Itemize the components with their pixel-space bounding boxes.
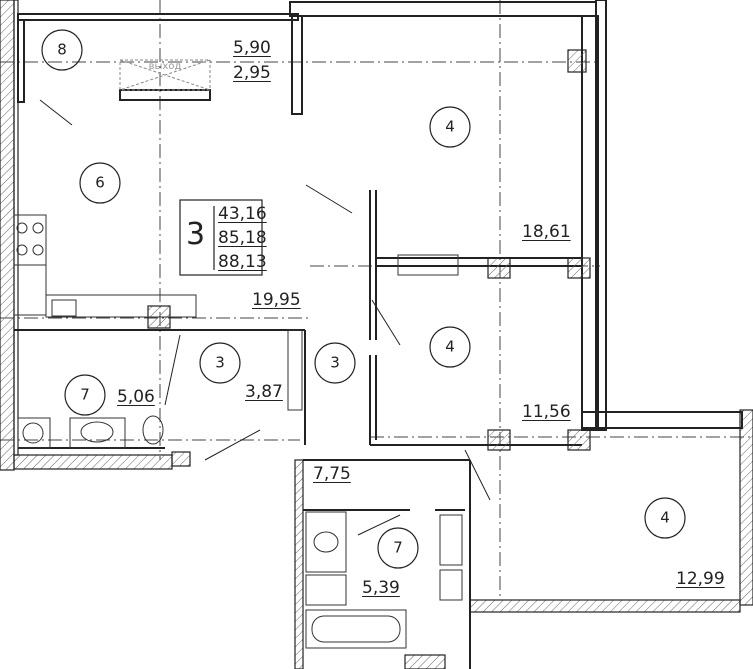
- room-marker-bedroom-3: 4: [660, 508, 670, 527]
- balcony-area-reduced: 2,95: [233, 63, 271, 83]
- washbasin-2: [305, 511, 347, 573]
- room-marker-bedroom-1: 4: [445, 117, 455, 136]
- living-area: 43,16: [218, 204, 267, 224]
- bathtub: [305, 609, 407, 649]
- bathroom-2-area: 5,39: [362, 578, 400, 598]
- fixtures: [13, 214, 463, 649]
- room-markers: [41, 29, 686, 569]
- washing-machine: [17, 417, 51, 449]
- washbasin: [69, 417, 126, 449]
- electrical-panel: [287, 329, 303, 411]
- room-marker-bathroom-1: 7: [80, 385, 90, 404]
- rooms-count: 3: [186, 217, 206, 252]
- room-marker-bedroom-2: 4: [445, 337, 455, 356]
- kitchen-sink: [51, 299, 77, 317]
- room-marker-bathroom-2: 7: [393, 538, 403, 557]
- room-marker-kitchen: 6: [95, 173, 105, 192]
- kitchen-area: 19,95: [252, 290, 301, 310]
- toilet: [142, 415, 164, 445]
- bathroom-1-area: 5,06: [117, 387, 155, 407]
- balcony-exit-label: выход: [148, 61, 182, 72]
- total-area-with-balcony: 88,13: [218, 252, 267, 272]
- bedroom-2-area: 11,56: [522, 402, 571, 422]
- door-swings: [39, 99, 491, 536]
- hall-1-area: 3,87: [245, 382, 283, 402]
- toilet-2: [305, 574, 347, 606]
- columns: [147, 49, 591, 467]
- room-marker-hall-1: 3: [215, 353, 225, 372]
- room-marker-balcony: 8: [57, 40, 67, 59]
- walls: [14, 0, 743, 669]
- bedroom-1-area: 18,61: [522, 222, 571, 242]
- panel-box: [397, 254, 459, 276]
- hall-2-area: 7,75: [313, 464, 351, 484]
- stove: [13, 214, 47, 266]
- shaft: [439, 514, 463, 566]
- total-area: 85,18: [218, 228, 267, 248]
- room-marker-hall-2: 3: [330, 353, 340, 372]
- bedroom-3-area: 12,99: [676, 569, 725, 589]
- balcony-exit-marker: [119, 59, 211, 91]
- balcony-area: 5,90: [233, 38, 271, 58]
